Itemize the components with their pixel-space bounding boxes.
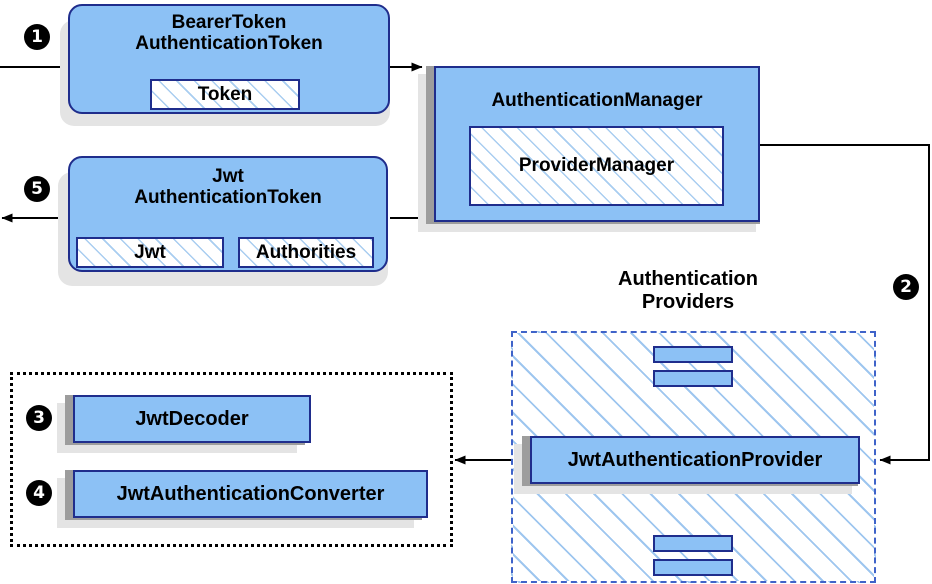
- node-jwt-authentication-provider[interactable]: JwtAuthenticationProvider: [530, 436, 860, 484]
- node-jwt-authentication-converter[interactable]: JwtAuthenticationConverter: [73, 470, 428, 518]
- inner-box-jwt[interactable]: Jwt: [76, 237, 224, 268]
- connector-manager-to-provider: [760, 144, 930, 465]
- inner-box-token[interactable]: Token: [150, 79, 300, 110]
- provider-bar-bottom-1: [653, 535, 733, 552]
- jwt-components-region: [10, 372, 453, 547]
- provider-bar-bottom-2: [653, 559, 733, 576]
- node-jwt-decoder[interactable]: JwtDecoder: [73, 395, 311, 443]
- authentication-providers-caption: Authentication Providers: [618, 268, 758, 313]
- provider-bar-top-2: [653, 370, 733, 387]
- marker-2: 2: [893, 274, 919, 300]
- marker-1: 1: [24, 24, 50, 50]
- marker-3: 3: [26, 405, 52, 431]
- inner-box-authorities[interactable]: Authorities: [238, 237, 374, 268]
- provider-bar-top-1: [653, 346, 733, 363]
- inner-box-provider-manager[interactable]: ProviderManager: [469, 126, 724, 206]
- marker-5: 5: [24, 176, 50, 202]
- marker-4: 4: [26, 480, 52, 506]
